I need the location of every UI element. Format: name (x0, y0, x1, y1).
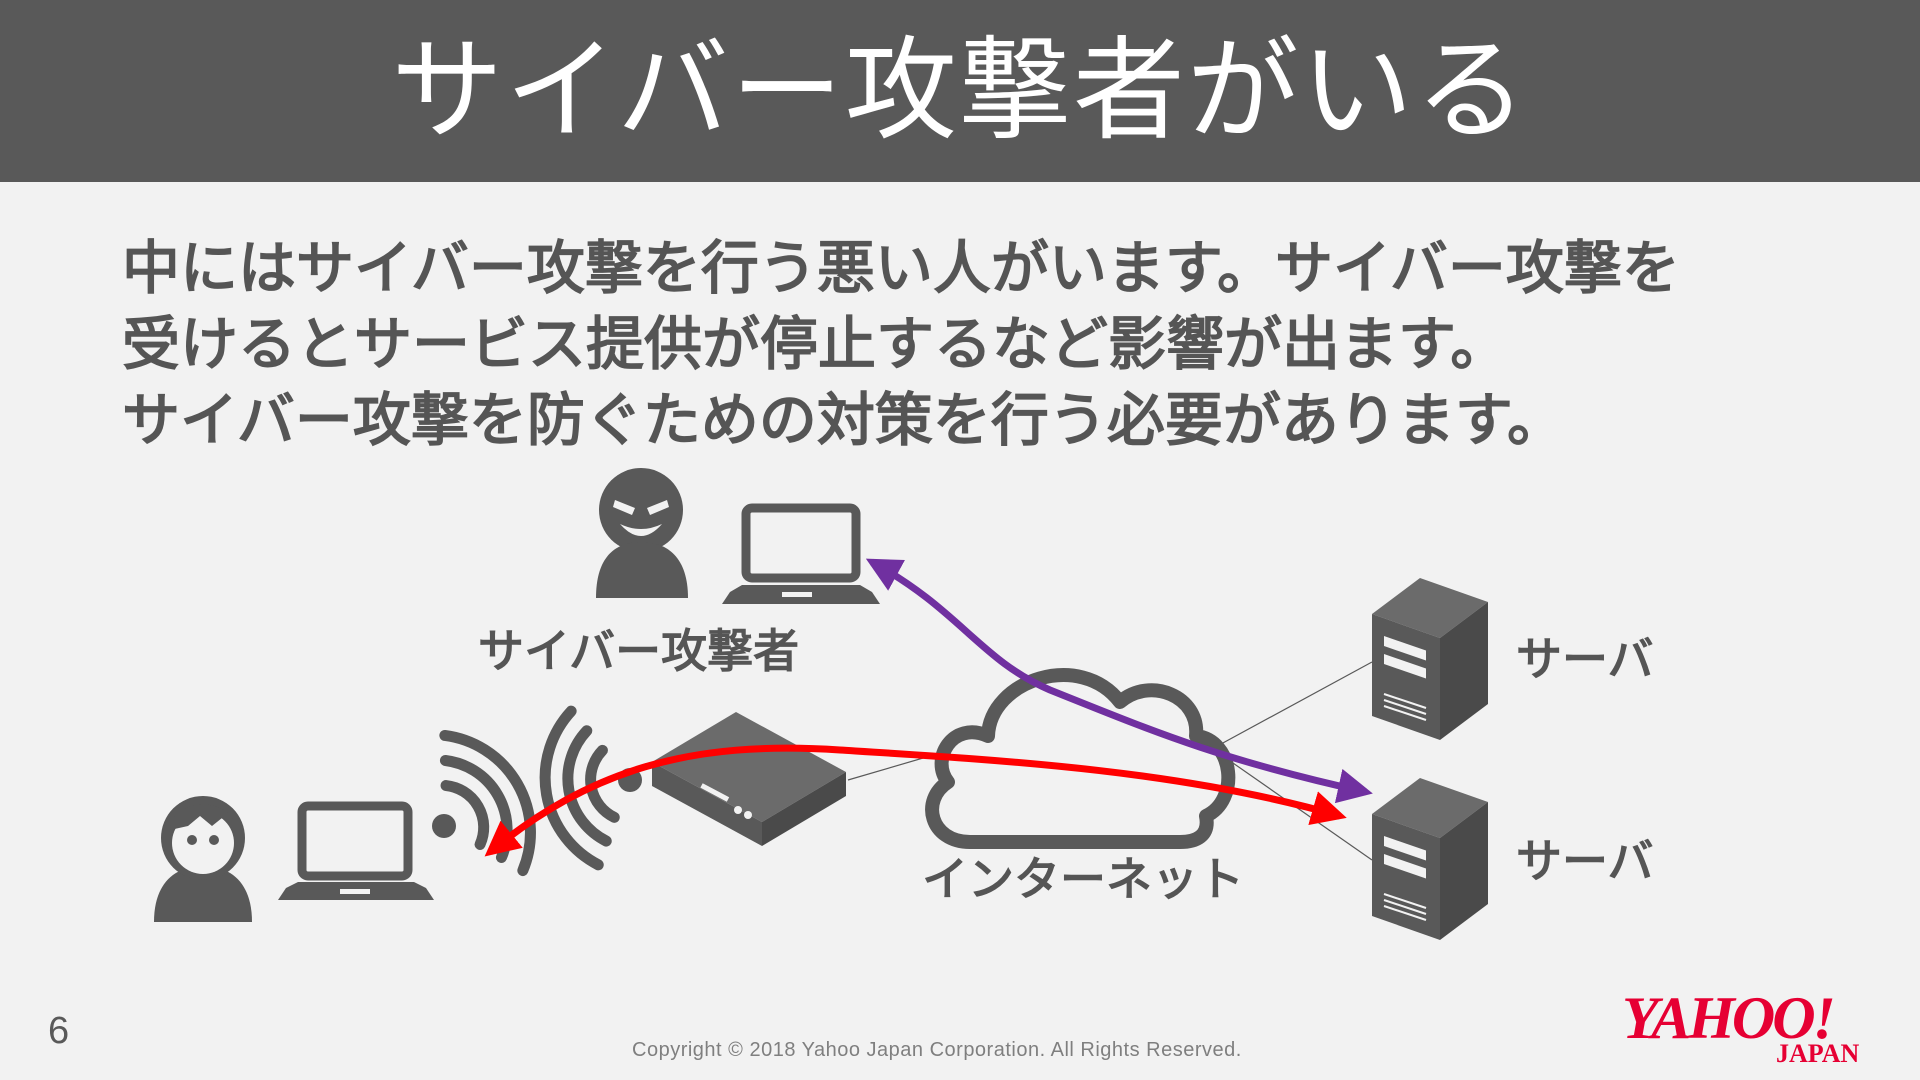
user-icon (154, 796, 252, 922)
server-icon (1372, 578, 1488, 740)
body-line-2: 受けるとサービス提供が停止するなど影響が出ます。 (122, 310, 1509, 378)
attacker-label: サイバー攻撃者 (478, 624, 800, 678)
yahoo-japan-logo: YAHOO! JAPAN (1622, 986, 1860, 1066)
server-icon (1372, 778, 1488, 940)
title-bar: サイバー攻撃者がいる (0, 0, 1920, 182)
attacker-icon (596, 468, 688, 598)
server-label-2: サーバ (1516, 834, 1654, 888)
user-traffic-arrow (484, 744, 1347, 857)
server-label-1: サーバ (1516, 632, 1654, 686)
body-line-3: サイバー攻撃を防ぐための対策を行う必要があります。 (122, 386, 1566, 454)
copyright-notice: Copyright © 2018 Yahoo Japan Corporation… (632, 1039, 1242, 1061)
body-line-1: 中にはサイバー攻撃を行う悪い人がいます。サイバー攻撃を (122, 234, 1680, 302)
body-text: 中にはサイバー攻撃を行う悪い人がいます。サイバー攻撃を 受けるとサービス提供が停… (122, 230, 1822, 458)
internet-label: インターネット (922, 852, 1244, 906)
page-number: 6 (48, 1010, 70, 1052)
attack-arrow (865, 558, 1373, 804)
attacker-laptop-icon (722, 503, 880, 604)
svg-text:JAPAN: JAPAN (1776, 1039, 1860, 1066)
svg-text:YAHOO!: YAHOO! (1622, 986, 1833, 1051)
user-laptop-icon (278, 801, 434, 900)
slide-title: サイバー攻撃者がいる (391, 26, 1529, 156)
router-icon (652, 712, 846, 846)
